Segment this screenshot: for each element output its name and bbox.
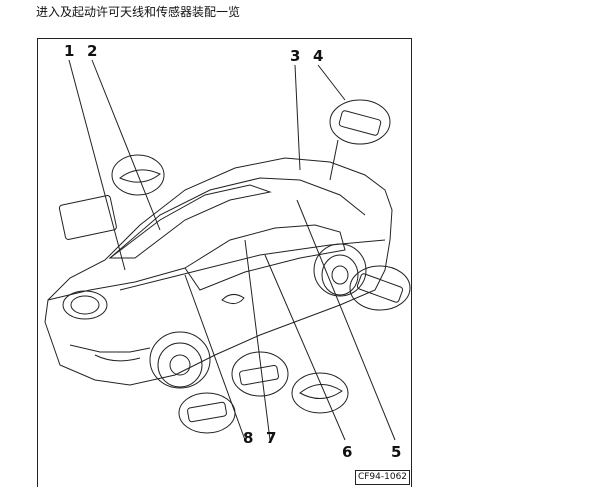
leader-4b	[330, 140, 338, 180]
detail-5-antenna	[357, 273, 404, 303]
leader-3	[295, 65, 300, 170]
grille	[70, 345, 150, 352]
figure-code: CF94-1062	[355, 470, 410, 485]
label-2: 2	[87, 42, 97, 60]
leader-1	[69, 60, 125, 270]
side-mirror	[222, 294, 244, 303]
detail-4-sensor	[339, 110, 382, 136]
rear-hub	[332, 266, 348, 284]
label-8: 8	[243, 429, 253, 447]
detail-8-antenna	[187, 402, 227, 422]
leader-8	[185, 275, 245, 440]
control-unit-box	[59, 195, 117, 240]
hood-ring	[63, 291, 107, 319]
headlight	[95, 355, 140, 361]
label-7: 7	[266, 429, 276, 447]
leader-2	[92, 60, 160, 230]
beltline	[120, 240, 385, 290]
label-1: 1	[64, 42, 74, 60]
detail-6-handle	[300, 384, 342, 398]
leader-6	[265, 255, 345, 440]
label-3: 3	[290, 47, 300, 65]
label-6: 6	[342, 443, 352, 461]
hood-ring-inner	[71, 296, 99, 314]
leader-4	[318, 65, 345, 100]
label-4: 4	[313, 47, 323, 65]
label-5: 5	[391, 443, 401, 461]
leader-5	[297, 200, 395, 440]
detail-7-antenna	[239, 365, 279, 385]
